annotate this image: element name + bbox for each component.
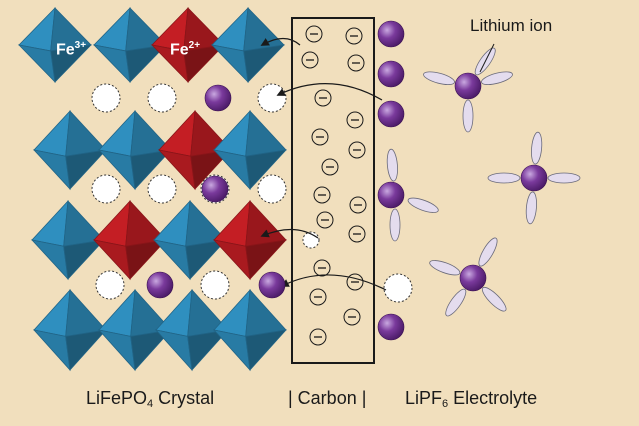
pf6-lobe <box>386 148 398 182</box>
electron <box>313 186 331 204</box>
electron <box>305 25 323 43</box>
vacancy-site <box>95 270 125 300</box>
electron <box>346 273 364 291</box>
lithium-ion-label: Lithium ion <box>470 16 553 35</box>
lithium-ion <box>204 84 232 112</box>
electron <box>343 308 361 326</box>
fe3-octahedron <box>97 109 173 191</box>
fe3-octahedron <box>212 109 288 191</box>
electron <box>311 128 329 146</box>
electron <box>345 27 363 45</box>
electron <box>321 158 339 176</box>
label-pointer <box>479 43 495 73</box>
pf6-lobe <box>445 288 467 317</box>
electron <box>349 196 367 214</box>
electron <box>348 225 366 243</box>
lithium-ion <box>377 100 405 128</box>
pf6-lobe <box>481 286 507 312</box>
electron <box>309 288 327 306</box>
lithium-ion <box>146 271 174 299</box>
fe3-octahedron <box>154 288 230 372</box>
vacancy-site <box>147 174 177 204</box>
pf6-lobe <box>481 71 513 85</box>
pf6-lobe <box>462 99 474 133</box>
carbon-box <box>291 17 375 364</box>
transfer-arrow <box>276 83 383 101</box>
lithium-ion <box>377 60 405 88</box>
electron <box>314 89 332 107</box>
lithium-ion <box>377 20 405 48</box>
electron <box>301 51 319 69</box>
electrolyte-label: LiPF6 Electrolyte <box>405 388 538 410</box>
vacancy-site <box>257 174 287 204</box>
electron <box>348 141 366 159</box>
electron <box>347 54 365 72</box>
vacancy-site <box>200 270 230 300</box>
transfer-arrow <box>260 37 301 46</box>
vacancy-site <box>383 273 413 303</box>
electron <box>309 328 327 346</box>
pf6-lobe <box>547 172 581 184</box>
lithium-ion <box>377 181 405 209</box>
lithium-ion <box>377 313 405 341</box>
electron <box>313 259 331 277</box>
pf6-lobe <box>478 237 498 267</box>
pf6-lobe <box>389 208 401 242</box>
fe2-octahedron <box>212 199 288 281</box>
lithium-ion <box>454 72 482 100</box>
fe3-octahedron <box>32 109 108 191</box>
fe3-octahedron <box>17 6 93 84</box>
crystal-label: LiFePO4 Crystal <box>86 388 215 410</box>
pf6-lobe <box>423 71 455 85</box>
pf6-lobe <box>531 131 543 165</box>
fe3-octahedron <box>210 6 286 84</box>
vacancy-site <box>147 83 177 113</box>
carbon-label: | Carbon | <box>288 388 367 408</box>
transfer-arrow <box>280 274 387 291</box>
fe2-octahedron <box>150 6 226 84</box>
pf6-lobe <box>429 260 461 276</box>
lithium-ion <box>201 175 229 203</box>
pf6-lobe <box>407 197 439 213</box>
vacancy-site <box>257 83 287 113</box>
vacancy-site <box>91 83 121 113</box>
fe3-label: Fe3+ <box>56 40 87 59</box>
pf6-lobe <box>525 191 537 225</box>
electron <box>316 211 334 229</box>
lithium-ion <box>258 271 286 299</box>
fe3-octahedron <box>30 199 106 281</box>
fe2-label: Fe2+ <box>170 40 201 59</box>
fe2-octahedron <box>92 199 168 281</box>
fe3-octahedron <box>92 6 168 84</box>
lithium-ion <box>520 164 548 192</box>
lithium-ion <box>459 264 487 292</box>
pf6-lobe <box>487 172 521 184</box>
transfer-arrow <box>260 228 319 239</box>
electron <box>346 111 364 129</box>
fe3-octahedron <box>152 199 228 281</box>
fe3-octahedron <box>212 288 288 372</box>
vacancy-site <box>91 174 121 204</box>
fe3-octahedron <box>32 288 108 372</box>
